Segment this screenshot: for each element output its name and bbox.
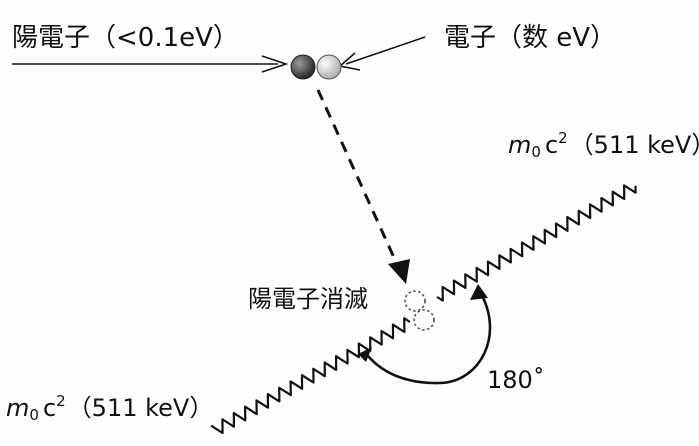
angle-arc-arrow [358, 284, 492, 385]
electron-arrow [338, 36, 426, 71]
dashed-trajectory-arrow [316, 89, 410, 284]
gamma-ray-wave-lower [210, 317, 411, 435]
annihilation-label: 陽電子消滅 [248, 285, 368, 313]
gamma-ray-wave-upper [436, 184, 637, 302]
annihilation-point [404, 290, 435, 331]
electron-particle [316, 54, 342, 80]
positron-arrow [12, 55, 289, 73]
positron-particle [290, 54, 316, 80]
electron-label: 電子（数 eV） [444, 23, 616, 53]
positron-label: 陽電子（<0.1eV） [12, 23, 239, 53]
angle-label: 180˚ [487, 366, 545, 394]
